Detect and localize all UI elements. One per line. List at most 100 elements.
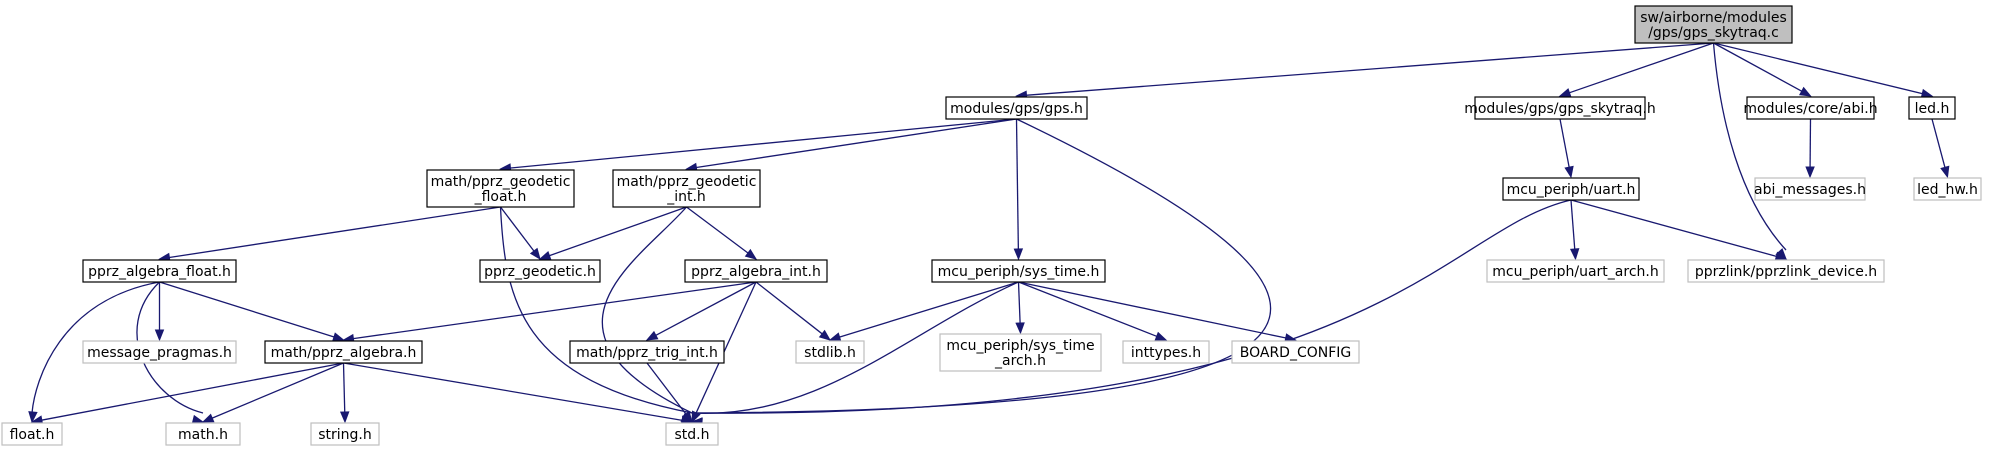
node-led-hw: led_hw.h xyxy=(1913,177,1982,201)
node-label: mcu_periph/sys_time xyxy=(946,338,1094,354)
node-message-pragmas: message_pragmas.h xyxy=(82,340,237,364)
edge-arrowhead xyxy=(1569,248,1580,261)
node-root[interactable]: sw/airborne/modules/gps/gps_skytraq.c xyxy=(1634,5,1793,44)
edge-algebra_h-to-math_h xyxy=(201,362,344,423)
node-uart-arch: mcu_periph/uart_arch.h xyxy=(1486,259,1665,283)
node-board-config: BOARD_CONFIG xyxy=(1231,340,1360,364)
edge-trig_int-to-std_h xyxy=(646,362,693,424)
node-label: stdlib.h xyxy=(804,345,856,361)
edge-arrowhead xyxy=(339,411,350,424)
edge-arrowhead xyxy=(828,332,842,342)
edge-line xyxy=(695,281,757,415)
edge-line xyxy=(499,206,536,253)
edge-arrowhead xyxy=(1805,166,1815,179)
node-geodetic-h[interactable]: pprz_geodetic.h xyxy=(479,259,601,283)
edge-geodetic_int-to-algebra_int xyxy=(686,206,758,260)
edge-line xyxy=(695,118,1017,169)
edge-arrowhead xyxy=(332,332,345,342)
edge-line xyxy=(654,281,757,337)
edge-line xyxy=(838,281,1019,338)
node-geodetic-int[interactable]: math/pprz_geodetic_int.h xyxy=(612,169,761,208)
edge-arrowhead xyxy=(818,329,832,341)
edge-line xyxy=(1559,118,1570,169)
edge-algebra_float-to-message_pragmas xyxy=(154,282,165,342)
edge-sys_time-to-inttypes_h xyxy=(1018,281,1168,341)
node-gps-skytraq-h[interactable]: modules/gps/gps_skytraq.h xyxy=(1464,96,1656,120)
node-box xyxy=(1687,259,1885,283)
node-sys-time[interactable]: mcu_periph/sys_time.h xyxy=(931,259,1106,283)
node-gps-h[interactable]: modules/gps/gps.h xyxy=(945,96,1088,120)
node-abi-h[interactable]: modules/core/abi.h xyxy=(1743,96,1878,120)
node-label: _int.h xyxy=(666,189,706,205)
edge-gps_h-to-sys_time xyxy=(1013,118,1024,261)
node-sys-time-arch: mcu_periph/sys_time_arch.h xyxy=(939,333,1102,372)
node-geodetic-float[interactable]: math/pprz_geodetic_float.h xyxy=(426,169,575,208)
node-box xyxy=(795,340,865,364)
edge-arrowhead xyxy=(538,251,552,260)
edge-led_h-to-led_hw xyxy=(1931,118,1950,179)
node-box xyxy=(1502,177,1640,201)
nodes-layer: sw/airborne/modules/gps/gps_skytraq.cmod… xyxy=(1,5,1982,446)
edge-arrowhead xyxy=(191,414,205,425)
node-box xyxy=(165,422,241,446)
edge-arrowhead xyxy=(1154,331,1168,341)
node-label: sw/airborne/modules xyxy=(1640,10,1787,26)
node-label: math/pprz_trig_int.h xyxy=(576,345,718,361)
node-led-h[interactable]: led.h xyxy=(1908,96,1956,120)
edge-line xyxy=(1713,42,1924,95)
node-math-h: math.h xyxy=(165,422,241,446)
edge-arrowhead xyxy=(681,410,693,424)
edge-line xyxy=(1931,118,1946,169)
edge-uart_h-to-pprzlink_device xyxy=(1570,199,1788,261)
node-std-h: std.h xyxy=(665,422,719,446)
node-trig-int[interactable]: math/pprz_trig_int.h xyxy=(569,340,725,364)
node-label: modules/gps/gps.h xyxy=(950,101,1083,117)
node-label: message_pragmas.h xyxy=(87,345,232,361)
node-label: pprz_geodetic.h xyxy=(484,264,596,280)
edge-line xyxy=(352,281,757,340)
node-label: led_hw.h xyxy=(1917,182,1978,198)
node-inttypes-h: inttypes.h xyxy=(1122,340,1210,364)
node-algebra-h[interactable]: math/pprz_algebra.h xyxy=(264,340,423,364)
edge-arrowhead xyxy=(28,411,38,424)
edge-geodetic_float-to-geodetic_h xyxy=(499,206,541,261)
node-label: modules/gps/gps_skytraq.h xyxy=(1464,101,1656,117)
edge-arrowhead xyxy=(1920,88,1934,99)
edge-line xyxy=(1018,281,1158,338)
edge-line xyxy=(343,362,684,422)
edge-sys_time-to-sys_time_arch xyxy=(1015,281,1025,335)
edge-uart_h-to-uart_arch xyxy=(1569,199,1580,261)
edge-algebra_float-to-float_h xyxy=(28,281,160,424)
node-algebra-float[interactable]: pprz_algebra_float.h xyxy=(82,259,237,283)
node-label: pprz_algebra_int.h xyxy=(691,264,821,280)
edge-line xyxy=(691,281,1019,414)
node-label: /gps/gps_skytraq.c xyxy=(1648,25,1779,41)
node-label: inttypes.h xyxy=(1131,345,1201,361)
edge-arrowhead xyxy=(1015,322,1025,335)
edge-algebra_h-to-std_h xyxy=(343,362,694,425)
edge-line xyxy=(548,206,687,257)
edge-line xyxy=(1018,281,1287,339)
edge-line xyxy=(40,362,344,421)
node-box xyxy=(479,259,601,283)
edge-algebra_int-to-trig_int xyxy=(645,281,757,341)
edge-gps_h-to-geodetic_int xyxy=(685,118,1017,173)
edge-sys_time-to-board_config xyxy=(1018,281,1297,343)
edge-line xyxy=(1570,199,1778,258)
node-label: mcu_periph/sys_time.h xyxy=(938,264,1100,280)
node-label: pprz_algebra_float.h xyxy=(88,264,231,280)
edge-line xyxy=(686,206,750,255)
node-algebra-int[interactable]: pprz_algebra_int.h xyxy=(684,259,828,283)
edge-line xyxy=(1712,42,1787,251)
node-label: math.h xyxy=(178,427,228,443)
node-box xyxy=(945,96,1088,120)
node-label: _float.h xyxy=(474,189,527,205)
edge-arrowhead xyxy=(1564,165,1574,179)
edge-uart_h-to-std_h xyxy=(690,199,1572,427)
node-box xyxy=(1913,177,1982,201)
node-uart-h[interactable]: mcu_periph/uart.h xyxy=(1502,177,1640,201)
edge-line xyxy=(601,206,693,414)
edge-line xyxy=(211,362,344,420)
node-float-h: float.h xyxy=(1,422,63,446)
